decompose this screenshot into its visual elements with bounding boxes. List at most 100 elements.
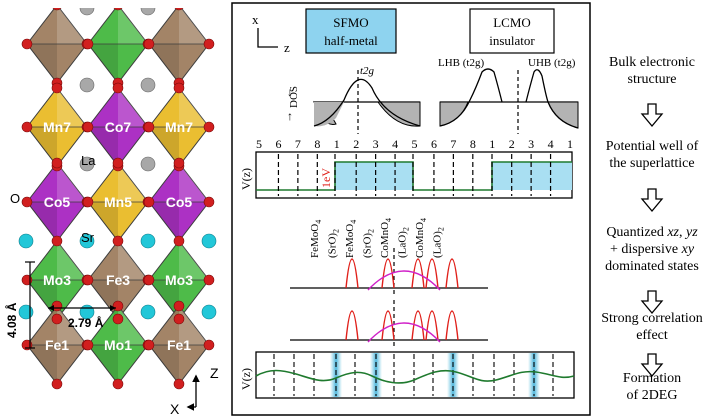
layer-number: 2 (353, 137, 359, 151)
axis-z-label: Z (210, 365, 219, 381)
layer-number: 8 (470, 137, 476, 151)
oxygen-atom (21, 196, 33, 208)
oxygen-atom (173, 300, 185, 312)
la-atom (140, 156, 156, 172)
dos-up-arrow: ↓ (287, 85, 293, 99)
layer-number: 7 (450, 137, 456, 151)
small-axis-x: x (252, 12, 259, 27)
layer-number: 5 (256, 137, 262, 151)
sr-atom (140, 304, 156, 320)
lcmo-box (469, 8, 555, 54)
well-region-right (492, 162, 572, 190)
oxygen-atom (143, 274, 155, 286)
octahedron (87, 8, 149, 84)
oxygen-atom (82, 196, 94, 208)
down-arrow-icon (640, 353, 664, 378)
dos-lcmo: LHB (t2g) UHB (t2g) (438, 57, 579, 134)
oxygen-atom (203, 339, 215, 351)
process-step-text: effect (636, 328, 668, 343)
oxygen-atom (112, 157, 124, 169)
sr-atom (18, 304, 34, 320)
la-atom-label: La (81, 153, 96, 168)
process-step: Bulk electronic structure (609, 55, 695, 87)
layer-name: FeMoO4 (309, 220, 323, 258)
dos-down-arrow: ↑ (287, 109, 293, 123)
small-axis-z: z (284, 40, 290, 55)
octahedron: Mo3 (26, 240, 88, 320)
v-label-top: V(z) (239, 168, 253, 190)
octahedron-label: Mo3 (43, 272, 71, 288)
oxygen-atom (82, 339, 94, 351)
correlation-states (290, 300, 488, 346)
axis-x-label: X (170, 401, 180, 417)
layer-number: 6 (275, 137, 281, 151)
layer-number: 4 (392, 137, 398, 151)
oxygen-atom (51, 378, 63, 390)
process-step-text: Strong correlation (601, 311, 702, 326)
sfmo-subtitle: half-metal (324, 33, 378, 48)
oxygen-atom (21, 121, 33, 133)
oxygen-atom (82, 121, 94, 133)
sr-atom (201, 304, 217, 320)
oxygen-atom (51, 235, 63, 247)
oxygen-atom (51, 157, 63, 169)
potential-2deg: V(z) (239, 351, 575, 399)
sr-atom (140, 233, 156, 249)
process-step: Strong correlation effect (601, 311, 702, 343)
oxygen-atom (174, 8, 184, 11)
oxygen-atom (21, 38, 33, 50)
layer-name: (LaO)2 (432, 227, 446, 258)
layer-number: 3 (373, 137, 379, 151)
octahedron-label: Mo1 (104, 337, 132, 353)
octahedron: Co5 (26, 162, 88, 242)
oxygen-atom (143, 339, 155, 351)
oxygen-atom (173, 157, 185, 169)
process-step-text: + dispersive xy (610, 242, 695, 257)
process-step-text: of 2DEG (627, 388, 678, 403)
t2g-label: t2g (360, 65, 375, 77)
la-atom (79, 77, 95, 93)
oxygen-atom (112, 378, 124, 390)
oxygen-atom (112, 300, 124, 312)
quantized-states (290, 248, 488, 296)
octahedron: Mo1 (87, 305, 149, 385)
oxygen-atom (173, 378, 185, 390)
oxygen-atom (203, 121, 215, 133)
oxygen-atom (173, 235, 185, 247)
crystal-axes: Z X (170, 365, 219, 417)
process-step-text: Bulk electronic (609, 55, 695, 70)
oxygen-atom (52, 8, 62, 11)
octahedron: Mn5 (87, 162, 149, 242)
la-atom (79, 8, 95, 16)
main-panel (231, 2, 591, 416)
small-axes: x z (252, 12, 290, 55)
la-atom (79, 156, 95, 172)
process-step-text: structure (628, 72, 677, 87)
process-step-text: Potential well of (606, 139, 699, 154)
octahedron (148, 8, 210, 84)
octahedron: Mn7 (148, 87, 210, 167)
oxygen-atom (112, 313, 124, 325)
layer-number: 3 (528, 137, 534, 151)
octahedron-label: Mo3 (165, 272, 193, 288)
oxygen-atom (203, 38, 215, 50)
oxygen-atom (112, 235, 124, 247)
oxygen-atom (173, 82, 185, 94)
o-atom-label: O (10, 191, 20, 206)
dimension-horizontal: 2.79 Å (48, 305, 116, 330)
sr-atom (79, 233, 95, 249)
process-step: Quantized xz, yz+ dispersive xydominated… (605, 225, 699, 274)
sfmo-box (305, 8, 397, 54)
dimension-horizontal-label: 2.79 Å (68, 315, 104, 330)
octahedron-label: Co5 (166, 194, 193, 210)
down-arrow-icon (640, 188, 664, 213)
process-step-text: Quantized xz, yz (606, 225, 698, 240)
octahedron-label: Co7 (105, 119, 132, 135)
layer-number: 5 (412, 137, 418, 151)
layer-number: 4 (548, 137, 554, 151)
octahedron: Fe1 (26, 305, 88, 385)
layer-name: CoMnO4 (414, 218, 428, 258)
